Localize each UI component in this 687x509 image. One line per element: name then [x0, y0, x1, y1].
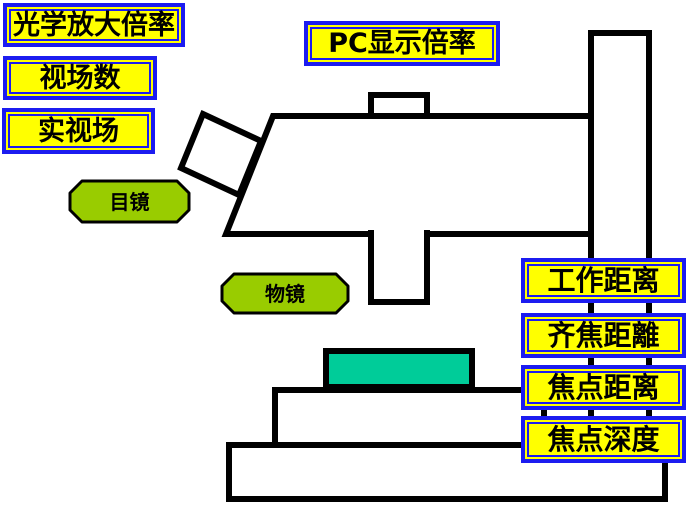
label-optical-magnification: 光学放大倍率 — [3, 3, 185, 47]
label-focal-depth: 焦点深度 — [521, 416, 686, 463]
stage-upper-tier — [272, 387, 547, 448]
objective-label-shape — [220, 272, 350, 315]
label-focal-distance: 焦点距离 — [521, 365, 686, 410]
camera-port — [368, 92, 430, 119]
label-parfocal-distance: 齐焦距離 — [521, 313, 686, 358]
label-pc-display-magnification: PC显示倍率 — [304, 21, 500, 66]
label-real-field-of-view: 实视场 — [2, 108, 155, 154]
objective-tube — [368, 230, 430, 305]
label-field-number: 视场数 — [3, 56, 157, 100]
eyepiece-label-shape — [68, 179, 191, 224]
label-eyepiece: 目镜 — [109, 189, 150, 214]
microscope-body — [221, 113, 594, 237]
specimen — [323, 348, 475, 390]
label-objective: 物镜 — [265, 281, 305, 306]
label-working-distance: 工作距离 — [521, 258, 686, 303]
